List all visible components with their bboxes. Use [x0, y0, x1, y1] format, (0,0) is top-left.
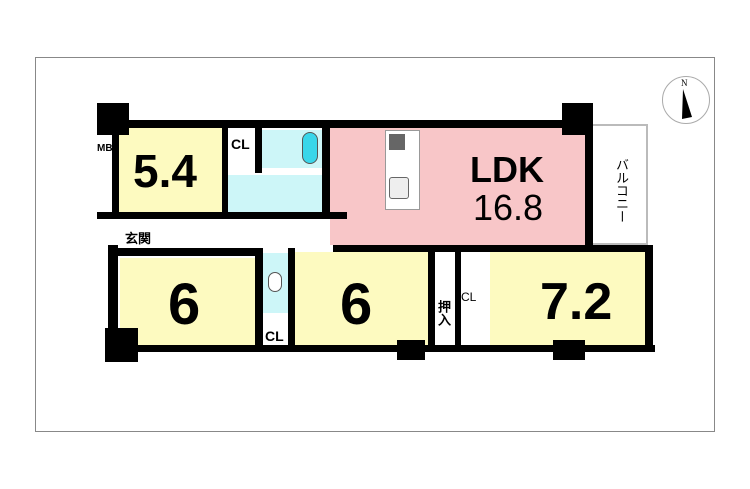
entrance-label: 玄関: [125, 231, 152, 246]
compass: N: [662, 76, 710, 124]
wall: [255, 128, 262, 173]
wall: [255, 248, 263, 348]
room-size-western-3: 6: [340, 272, 373, 337]
room-western-3: [295, 252, 428, 346]
room-size-western-4: 7.2: [540, 273, 613, 331]
closet-label: CL: [265, 328, 284, 344]
wall: [585, 124, 593, 249]
room-name-ldk: LDK: [470, 149, 544, 190]
wall: [108, 245, 118, 350]
wall: [135, 345, 655, 352]
column: [397, 340, 425, 360]
balcony-label: バルコニー: [614, 158, 629, 223]
room-western-2: [120, 258, 255, 346]
closet-label: CL: [461, 290, 477, 304]
room-western-1: [118, 128, 222, 212]
stove-icon: [389, 134, 405, 150]
wall: [112, 128, 119, 218]
north-arrow-icon: [682, 89, 692, 119]
room-size-ldk: 16.8: [473, 187, 544, 228]
oshiire-label: 押入: [436, 300, 451, 326]
wall: [428, 248, 435, 348]
wall: [455, 248, 461, 348]
toilet-icon: [268, 272, 282, 292]
wall: [322, 124, 330, 216]
plan-frame: [35, 57, 715, 432]
washroom: [228, 175, 322, 212]
wall: [97, 120, 592, 128]
column: [553, 340, 585, 360]
meter-box-label: MB: [97, 143, 113, 154]
sink-icon: [389, 177, 409, 199]
wall: [645, 245, 653, 350]
wall: [288, 248, 295, 350]
bathtub-icon: [302, 132, 318, 164]
wall: [333, 245, 653, 252]
north-label: N: [681, 78, 688, 88]
room-size-western-1: 5.4: [133, 145, 197, 197]
balcony: [593, 124, 648, 245]
wall: [222, 128, 228, 218]
wall: [115, 248, 260, 256]
room-western-4: [490, 252, 645, 346]
room-ldk: [330, 124, 588, 245]
room-size-western-2: 6: [168, 272, 201, 337]
closet-label: CL: [231, 136, 250, 152]
column: [105, 328, 138, 362]
